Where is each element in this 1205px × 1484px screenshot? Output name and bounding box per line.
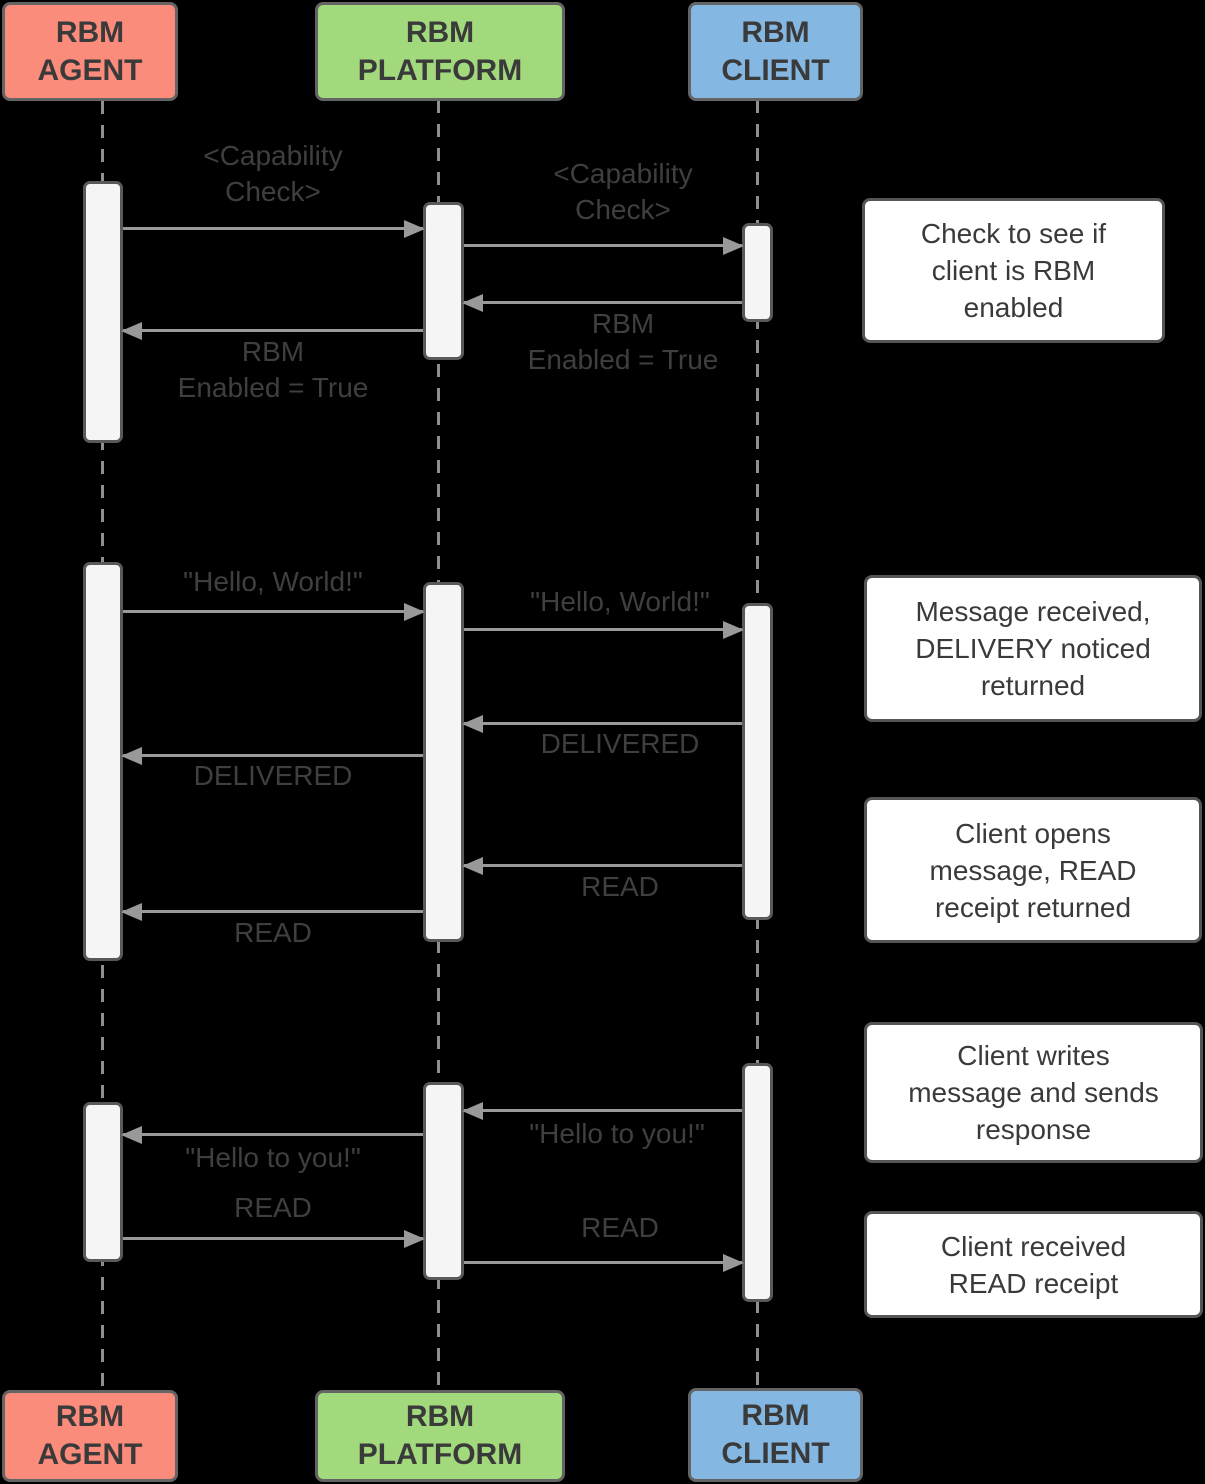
arrow-hello-world-platform-to-client xyxy=(464,628,742,631)
note-check-rbm-enabled: Check to see if client is RBM enabled xyxy=(862,198,1165,343)
actor-box-rbm-agent-top: RBM AGENT xyxy=(2,2,178,101)
arrow-capability-check-agent-to-platform xyxy=(123,227,423,230)
activation-client-1 xyxy=(742,223,773,322)
actor-box-rbm-agent-bottom: RBM AGENT xyxy=(2,1390,178,1482)
arrow-delivered-client-to-platform xyxy=(464,722,742,725)
activation-client-2 xyxy=(742,603,773,920)
label-capability-check-agent-platform: <Capability Check> xyxy=(203,140,343,207)
label-read-client-platform: READ xyxy=(581,871,659,902)
arrow-read-client-to-platform xyxy=(464,864,742,867)
activation-client-3 xyxy=(742,1063,773,1302)
arrow-read-platform-to-agent xyxy=(123,910,423,913)
label-read-agent-platform: READ xyxy=(234,1192,312,1223)
label-delivered-client-platform: DELIVERED xyxy=(540,728,700,759)
label-rbm-enabled-platform-agent: RBM Enabled = True xyxy=(177,336,369,403)
activation-platform-3 xyxy=(423,1082,464,1280)
activation-agent-1 xyxy=(83,181,123,443)
note-client-received-read-receipt: Client received READ receipt xyxy=(864,1211,1203,1318)
label-read-platform-client: READ xyxy=(581,1212,659,1243)
arrow-hello-to-you-platform-to-agent xyxy=(123,1133,423,1136)
arrow-hello-world-agent-to-platform xyxy=(123,610,423,613)
activation-agent-3 xyxy=(83,1102,123,1262)
note-client-opens-message-read: Client opens message, READ receipt retur… xyxy=(864,797,1202,943)
arrow-capability-check-platform-to-client xyxy=(464,244,742,247)
actor-box-rbm-platform-bottom: RBM PLATFORM xyxy=(315,1390,565,1482)
label-hello-to-you-client-platform: "Hello to you!" xyxy=(529,1118,705,1149)
actor-box-rbm-platform-top: RBM PLATFORM xyxy=(315,2,565,101)
activation-platform-1 xyxy=(423,202,464,360)
label-rbm-enabled-client-platform: RBM Enabled = True xyxy=(527,308,719,375)
label-hello-to-you-platform-agent: "Hello to you!" xyxy=(185,1142,361,1173)
actor-box-rbm-client-top: RBM CLIENT xyxy=(688,2,863,101)
label-capability-check-platform-client: <Capability Check> xyxy=(553,158,693,225)
label-delivered-platform-agent: DELIVERED xyxy=(193,760,353,791)
arrow-delivered-platform-to-agent xyxy=(123,754,423,757)
arrow-read-agent-to-platform xyxy=(123,1237,423,1240)
arrow-read-platform-to-client xyxy=(464,1261,742,1264)
arrow-rbm-enabled-client-to-platform xyxy=(464,301,742,304)
label-read-platform-agent: READ xyxy=(234,917,312,948)
arrow-rbm-enabled-platform-to-agent xyxy=(123,329,423,332)
activation-platform-2 xyxy=(423,582,464,942)
arrow-hello-to-you-client-to-platform xyxy=(464,1109,742,1112)
label-hello-world-agent-platform: "Hello, World!" xyxy=(183,566,363,597)
actor-box-rbm-client-bottom: RBM CLIENT xyxy=(688,1388,863,1482)
note-message-received-delivery: Message received, DELIVERY noticed retur… xyxy=(864,575,1202,722)
activation-agent-2 xyxy=(83,562,123,961)
note-client-writes-response: Client writes message and sends response xyxy=(864,1022,1203,1163)
label-hello-world-platform-client: "Hello, World!" xyxy=(530,586,710,617)
